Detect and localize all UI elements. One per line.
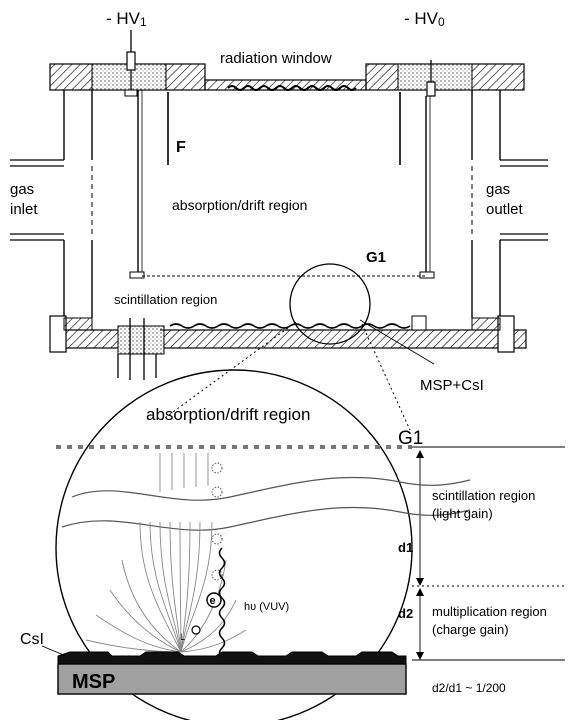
zoom-circle-large [55, 369, 413, 720]
vuv-photon-path [218, 547, 226, 659]
msp-plate [57, 663, 407, 695]
hv1-label: - HV1 [106, 9, 147, 29]
gas-outlet-label-1: gas [486, 181, 510, 198]
scintillation-label-2: (light gain) [432, 506, 493, 521]
drift-cage [129, 90, 435, 279]
drift-region-label-top: absorption/drift region [172, 197, 307, 213]
hv0-feedthrough [426, 60, 436, 97]
gas-inlet-pipe [10, 159, 93, 241]
csi-label: CsI [20, 631, 44, 648]
radiation-window-label: radiation window [220, 50, 332, 67]
field-lines [85, 453, 247, 653]
break-line-upper [71, 476, 471, 501]
drift-region-label-zoom: absorption/drift region [146, 405, 310, 424]
d1-label: d1 [398, 540, 413, 555]
hv1-feedthrough [124, 30, 138, 97]
ratio-label: d2/d1 ~ 1/200 [432, 681, 506, 695]
break-line-lower [61, 506, 471, 531]
msp-label: MSP [72, 671, 115, 693]
zoom-circle-small [289, 263, 371, 345]
scintillation-region-label-top: scintillation region [114, 292, 217, 307]
radiation-window-foil [227, 85, 357, 91]
base-flange [49, 315, 527, 380]
gas-outlet-pipe [471, 159, 548, 241]
multiplication-label-2: (charge gain) [432, 622, 509, 637]
gas-outlet-label-2: outlet [486, 201, 524, 218]
g1-label-top: G1 [366, 249, 386, 266]
field-ring-label: F [176, 139, 186, 156]
magnified-view: e L hυ (VUV) absorption/drift region G1 … [20, 369, 565, 720]
g1-label-zoom: G1 [398, 428, 423, 449]
photon-label: hυ (VUV) [244, 601, 289, 613]
electron-symbol [206, 592, 222, 608]
photoelectron-origin [191, 625, 201, 635]
scintillation-label-1: scintillation region [432, 488, 535, 503]
electron-label: e [210, 595, 216, 607]
gas-inlet-label-1: gas [10, 181, 34, 198]
msp-csi-label: MSP+CsI [420, 377, 484, 394]
chamber-cross-section: - HV1 - HV0 radiation window F gas inlet… [10, 9, 548, 431]
drifting-electrons [211, 462, 223, 581]
hv0-label: - HV0 [404, 9, 445, 29]
d2-label: d2 [398, 606, 413, 621]
gas-inlet-label-2: inlet [10, 201, 38, 218]
point-l-label: L [180, 632, 185, 642]
csi-layer [57, 651, 407, 665]
multiplication-label-1: multiplication region [432, 604, 547, 619]
